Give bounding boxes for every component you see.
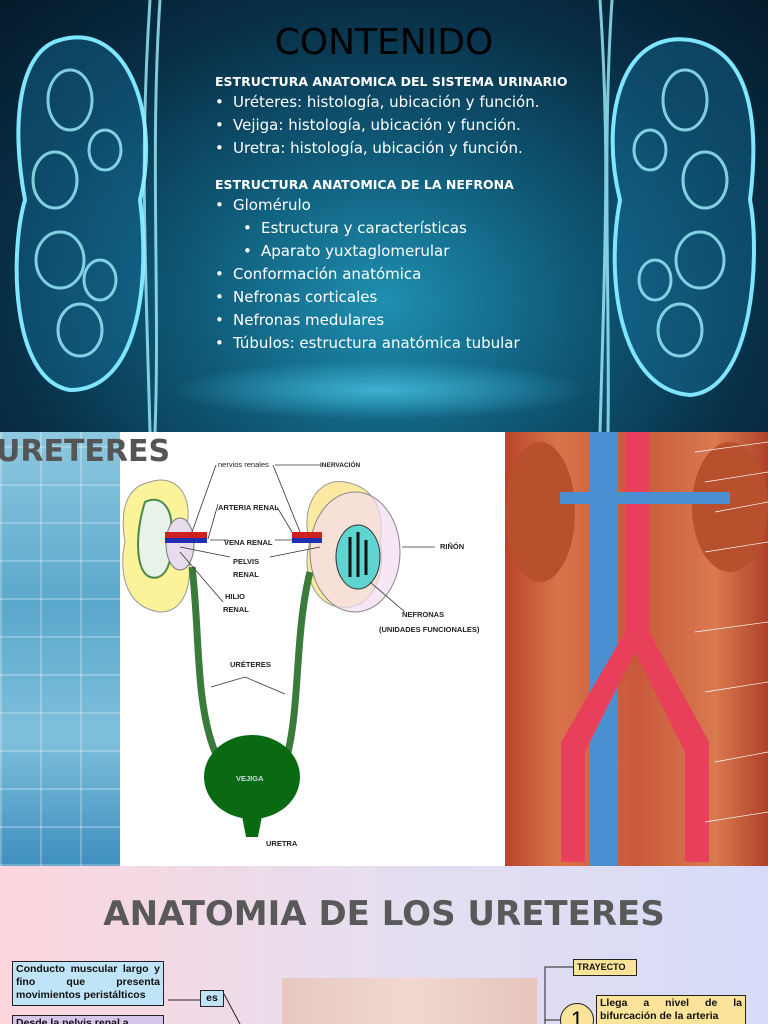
label-unidades-funcionales: (UNIDADES FUNCIONALES): [379, 625, 480, 634]
kidney-right-image: [598, 0, 756, 432]
label-pelvis: PELVIS: [233, 557, 259, 566]
label-hilio-renal: RENAL: [223, 605, 249, 614]
slide-title: URETERES: [0, 434, 171, 469]
label-pelvis-renal: RENAL: [233, 570, 259, 579]
slide-anatomia-ureteres: ANATOMIA DE LOS URETERES Conducto muscul…: [0, 866, 768, 1024]
kidney-left-image: [14, 0, 162, 432]
section-heading: ESTRUCTURA ANATOMICA DE LA NEFRONA: [215, 177, 514, 192]
abdomen-illustration: [282, 978, 537, 1024]
label-nefronas: NEFRONAS: [402, 610, 444, 619]
list-item: Glomérulo: [215, 194, 568, 217]
anatomical-illustration: [505, 432, 768, 866]
bladder: [204, 735, 300, 819]
label-nervios-renales: nervios renales: [218, 460, 269, 469]
list-item: Vejiga: histología, ubicación y función.: [215, 114, 568, 137]
list-subitem: Aparato yuxtaglomerular: [215, 240, 568, 263]
contents-list: ESTRUCTURA ANATOMICA DEL SISTEMA URINARI…: [215, 74, 568, 355]
connector-lines: [168, 966, 573, 1024]
urethra: [242, 816, 262, 837]
label-inervacion: INERVACIÓN: [320, 460, 361, 469]
urinary-system-diagram: nervios renales INERVACIÓN ARTERIA RENAL…: [122, 460, 480, 848]
slide-ureteres: nervios renales INERVACIÓN ARTERIA RENAL…: [0, 432, 768, 866]
right-ureter: [284, 571, 314, 753]
label-vena-renal: VENA RENAL: [224, 538, 273, 547]
es-box: es: [200, 990, 224, 1007]
slide-title: ANATOMIA DE LOS URETERES: [103, 894, 665, 934]
label-rinon: RIÑÓN: [440, 542, 464, 551]
list-item: Nefronas corticales: [215, 286, 568, 309]
list-item: Túbulos: estructura anatómica tubular: [215, 332, 568, 355]
list-item: Conformación anatómica: [215, 263, 568, 286]
list-item: Uretra: histología, ubicación y función.: [215, 137, 568, 160]
glow-decoration: [170, 360, 590, 420]
label-vejiga: VEJIGA: [236, 774, 264, 783]
trayecto-box: TRAYECTO: [573, 959, 637, 976]
label-arteria-renal: ARTERIA RENAL: [218, 503, 279, 512]
slide-title: CONTENIDO: [274, 22, 494, 63]
step-box: Llega a nivel de la bifurcación de la ar…: [596, 995, 746, 1024]
tile-background: [0, 432, 120, 866]
list-item: Nefronas medulares: [215, 309, 568, 332]
origin-box: Desde la pelvis renal a: [12, 1015, 164, 1024]
step-number-badge: 1: [560, 1003, 594, 1024]
label-hilio: HILIO: [225, 592, 245, 601]
label-ureteres: URÉTERES: [230, 660, 271, 669]
definition-box: Conducto muscular largo y fino que prese…: [12, 961, 164, 1006]
left-ureter: [188, 566, 219, 754]
section-heading: ESTRUCTURA ANATOMICA DEL SISTEMA URINARI…: [215, 74, 568, 89]
slide-contenido: CONTENIDO ESTRUCTURA ANATOMICA DEL SISTE…: [0, 0, 768, 432]
list-item: Uréteres: histología, ubicación y funció…: [215, 91, 568, 114]
list-subitem: Estructura y características: [215, 217, 568, 240]
label-uretra: URETRA: [266, 839, 298, 848]
